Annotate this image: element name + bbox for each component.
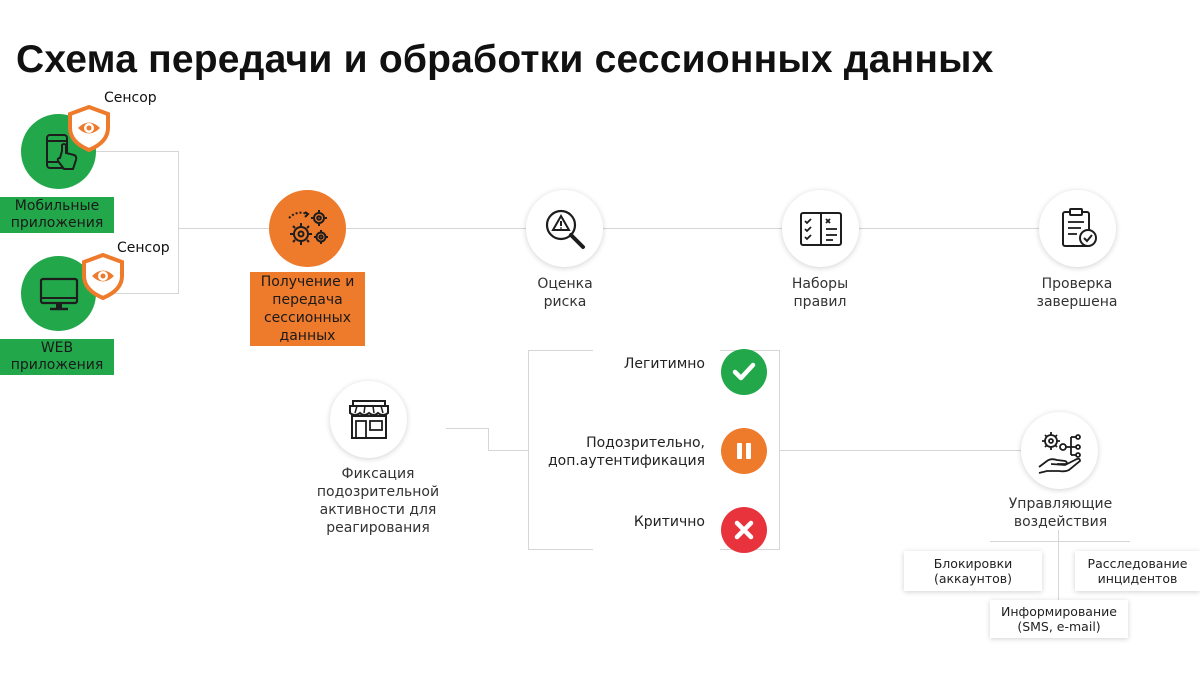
risk-step-circle (526, 190, 603, 267)
rules-step-circle (782, 190, 859, 267)
action-block-line-2: (аккаунтов) (933, 571, 1013, 586)
web-sensor-label: Сенсор (117, 240, 170, 256)
fixation-line-2: подозрительной (316, 484, 440, 500)
fixation-label: Фиксация подозрительной активности для р… (298, 465, 458, 537)
connector-actions-v (1058, 530, 1059, 608)
connector-mobile-h (96, 151, 178, 152)
mobile-sensor-label: Сенсор (104, 90, 157, 106)
action-investigate-line-1: Расследование (1087, 556, 1188, 571)
action-investigate-line-2: инцидентов (1097, 571, 1178, 586)
result-critical-text: Критично (633, 514, 705, 530)
result-critical-badge (721, 507, 767, 553)
connector-sources-v (178, 151, 179, 294)
risk-step-line-2: риска (543, 294, 587, 310)
gears-icon (287, 209, 328, 245)
done-step-line-2: завершена (1036, 294, 1118, 310)
connector-main-flow (178, 228, 1078, 229)
action-notify: Информирование (SMS, e-mail) (990, 600, 1128, 638)
result-suspicious-text-2: доп.аутентификация (547, 453, 705, 469)
receive-step-label: Получение и передача сессионных данных (250, 272, 365, 346)
mobile-apps-label-1: Мобильные (14, 198, 100, 214)
fixation-circle (330, 381, 407, 458)
rule-book-icon (799, 211, 842, 246)
done-step-line-1: Проверка (1041, 276, 1113, 292)
results-bracket-left (528, 350, 593, 550)
monitor-icon (39, 277, 78, 310)
rules-step-line-1: Наборы (791, 276, 849, 292)
rules-step-line-2: правил (793, 294, 847, 310)
pause-icon (737, 443, 751, 459)
result-legit-badge (721, 349, 767, 395)
fixation-line-4: реагирования (326, 520, 430, 536)
result-legit-text: Легитимно (623, 356, 705, 372)
web-apps-label-2: приложения (10, 357, 104, 373)
connector-actions-h (990, 541, 1130, 542)
shield-eye-icon (68, 104, 110, 153)
risk-step-line-1: Оценка (537, 276, 593, 292)
connector-web-h (96, 293, 178, 294)
result-critical-label: Критично (560, 513, 705, 531)
receive-step-line-4: данных (279, 328, 336, 344)
result-legit-label: Легитимно (560, 355, 705, 373)
done-step-label: Проверка завершена (1017, 275, 1137, 311)
cross-icon (734, 520, 754, 540)
connector-fixation-h (446, 428, 488, 429)
mobile-apps-label-box: Мобильные приложения (0, 197, 114, 233)
web-apps-label-box: WEB приложения (0, 339, 114, 375)
connector-control-h (780, 450, 1026, 451)
action-notify-line-1: Информирование (1001, 604, 1117, 619)
web-apps-label-1: WEB (40, 340, 74, 356)
control-label: Управляющие воздействия (988, 495, 1133, 531)
control-line-1: Управляющие (1008, 496, 1113, 512)
risk-step-label: Оценка риска (505, 275, 625, 311)
result-suspicious-label: Подозрительно, доп.аутентификация (520, 434, 705, 470)
fixation-line-1: Фиксация (341, 466, 415, 482)
web-sensor-shield (80, 252, 126, 301)
check-icon (732, 362, 756, 381)
action-block-accounts: Блокировки (аккаунтов) (904, 551, 1042, 591)
mobile-apps-label-2: приложения (10, 215, 104, 231)
connector-fixation-v (488, 428, 489, 450)
checklist-icon (1061, 207, 1097, 247)
action-investigate: Расследование инцидентов (1075, 551, 1200, 591)
storefront-icon (348, 399, 389, 439)
touch-phone-icon (45, 133, 77, 170)
hand-gears-icon (1037, 431, 1081, 474)
receive-step-circle (269, 190, 346, 267)
connector-fixation-h2 (488, 450, 528, 451)
done-step-circle (1039, 190, 1116, 267)
result-suspicious-text-1: Подозрительно, (586, 435, 705, 451)
result-suspicious-badge (721, 428, 767, 474)
control-circle (1021, 412, 1098, 489)
receive-step-line-2: передача (272, 292, 343, 308)
mobile-app-icon-circle (21, 114, 96, 189)
shield-eye-icon (82, 252, 124, 301)
action-notify-line-2: (SMS, e-mail) (1017, 619, 1101, 634)
action-block-line-1: Блокировки (933, 556, 1013, 571)
receive-step-line-1: Получение и (260, 274, 355, 290)
page-title: Схема передачи и обработки сессионных да… (16, 38, 994, 81)
receive-step-line-3: сессионных (263, 310, 351, 326)
mobile-sensor-shield (66, 104, 112, 153)
warning-magnifier-icon (545, 209, 585, 249)
control-line-2: воздействия (1013, 514, 1108, 530)
fixation-line-3: активности для (319, 502, 437, 518)
rules-step-label: Наборы правил (760, 275, 880, 311)
